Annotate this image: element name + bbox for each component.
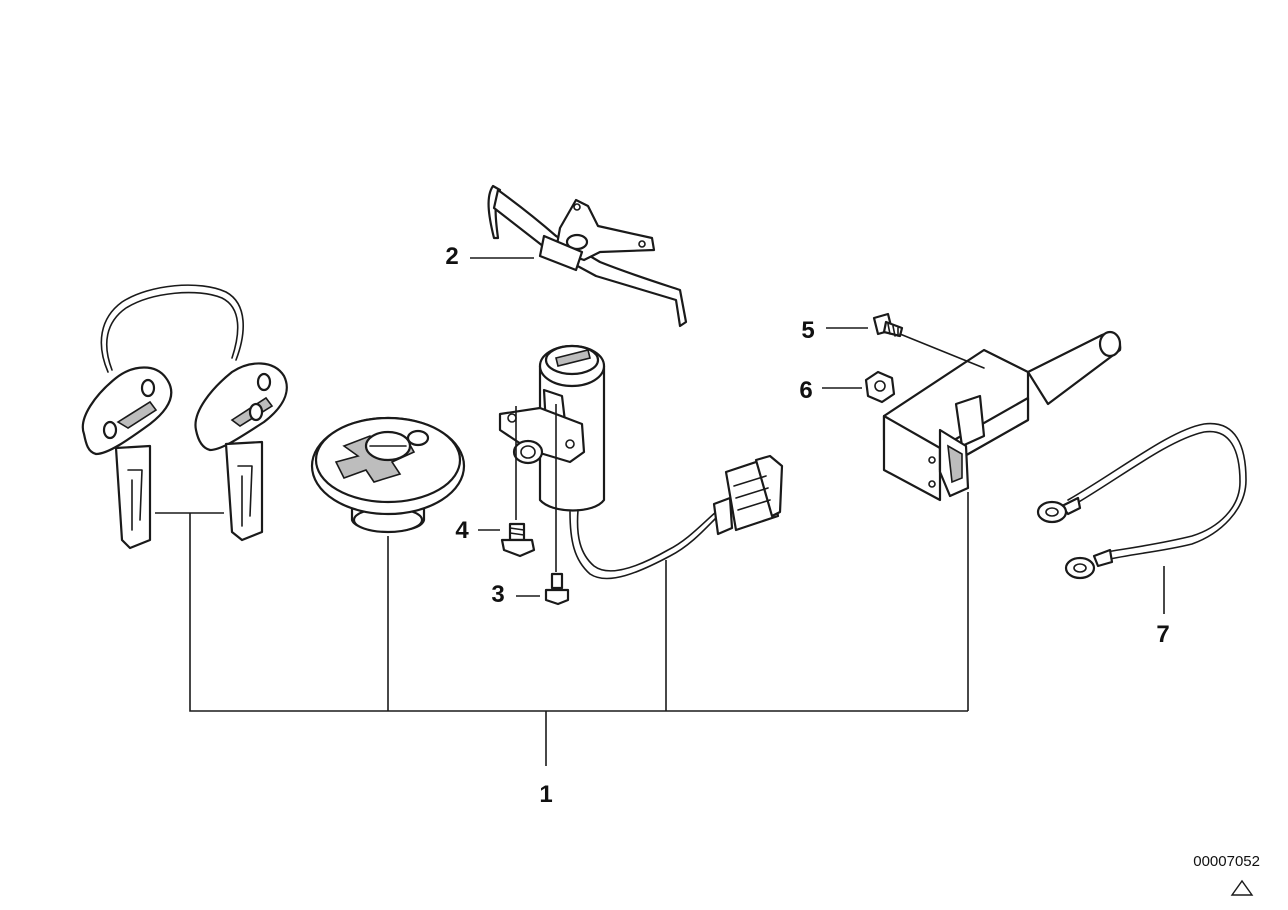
callout-6: 6 — [799, 377, 812, 404]
bolt-part-5 — [872, 312, 985, 369]
callout-4: 4 — [455, 517, 469, 544]
fuel-cap — [310, 416, 466, 534]
callout-3: 3 — [491, 581, 504, 608]
warning-triangle-icon — [1230, 879, 1254, 896]
bracket-part — [487, 184, 688, 328]
callout-7: 7 — [1156, 621, 1169, 648]
ignition-lock — [498, 344, 784, 580]
callout-5: 5 — [801, 317, 814, 344]
ground-cable — [1036, 422, 1247, 580]
nut-part-6 — [864, 370, 896, 404]
key-pair — [81, 284, 288, 550]
callout-2: 2 — [445, 243, 458, 270]
callout-1: 1 — [539, 781, 552, 808]
lock-actuator — [882, 330, 1122, 502]
leader-lines — [155, 257, 1165, 766]
figure-code: 00007052 — [1193, 853, 1260, 870]
screw-part-4 — [500, 522, 536, 558]
screw-part-3 — [544, 572, 570, 606]
